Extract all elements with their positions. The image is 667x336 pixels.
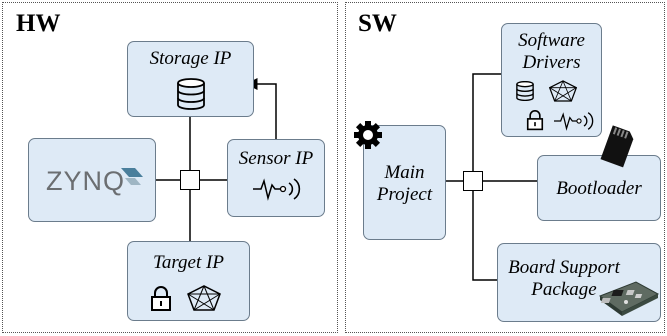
hw-link-sensor-to-storage xyxy=(245,78,277,139)
board-support-package-box: Board Support Package xyxy=(497,243,661,322)
bootloader-label: Bootloader xyxy=(556,178,642,199)
zynq-logo-text: ZYNQ xyxy=(46,166,126,196)
storage-ip-label: Storage IP xyxy=(149,48,232,69)
lock-icon xyxy=(526,110,544,131)
main-project-label: Main Project xyxy=(376,162,433,205)
hw-panel xyxy=(2,2,338,333)
hw-junction xyxy=(180,170,200,190)
network-mesh-icon xyxy=(187,285,221,311)
sw-title: SW xyxy=(358,10,397,37)
lock-icon xyxy=(151,286,171,311)
storage-ip-box: Storage IP xyxy=(127,41,254,117)
sensor-ip-label: Sensor IP xyxy=(238,148,314,169)
network-mesh-icon xyxy=(548,80,578,102)
sw-link-drivers xyxy=(472,73,501,171)
circuit-board-icon xyxy=(598,281,660,316)
software-drivers-box: Software Drivers xyxy=(501,23,602,137)
target-ip-label: Target IP xyxy=(153,252,224,273)
software-drivers-label: Software Drivers xyxy=(518,30,585,73)
target-ip-box: Target IP xyxy=(127,241,250,321)
database-icon xyxy=(516,81,534,101)
bootloader-box: Bootloader xyxy=(537,155,661,221)
database-icon xyxy=(177,78,205,110)
zynq-box: ZYNQ xyxy=(28,138,156,222)
main-project-box: Main Project xyxy=(363,125,446,240)
board-support-package-label: Board Support Package xyxy=(508,257,620,300)
sensor-ip-box: Sensor IP xyxy=(227,139,325,217)
zynq-logo-icon xyxy=(121,168,143,185)
sw-link-bsp xyxy=(472,191,497,281)
sw-junction xyxy=(463,171,483,191)
gear-icon xyxy=(354,121,382,149)
sensor-signal-icon xyxy=(554,112,594,131)
sd-card-icon xyxy=(600,125,634,168)
sw-panel xyxy=(345,2,665,333)
sensor-signal-icon xyxy=(253,178,301,201)
hw-title: HW xyxy=(16,10,61,37)
